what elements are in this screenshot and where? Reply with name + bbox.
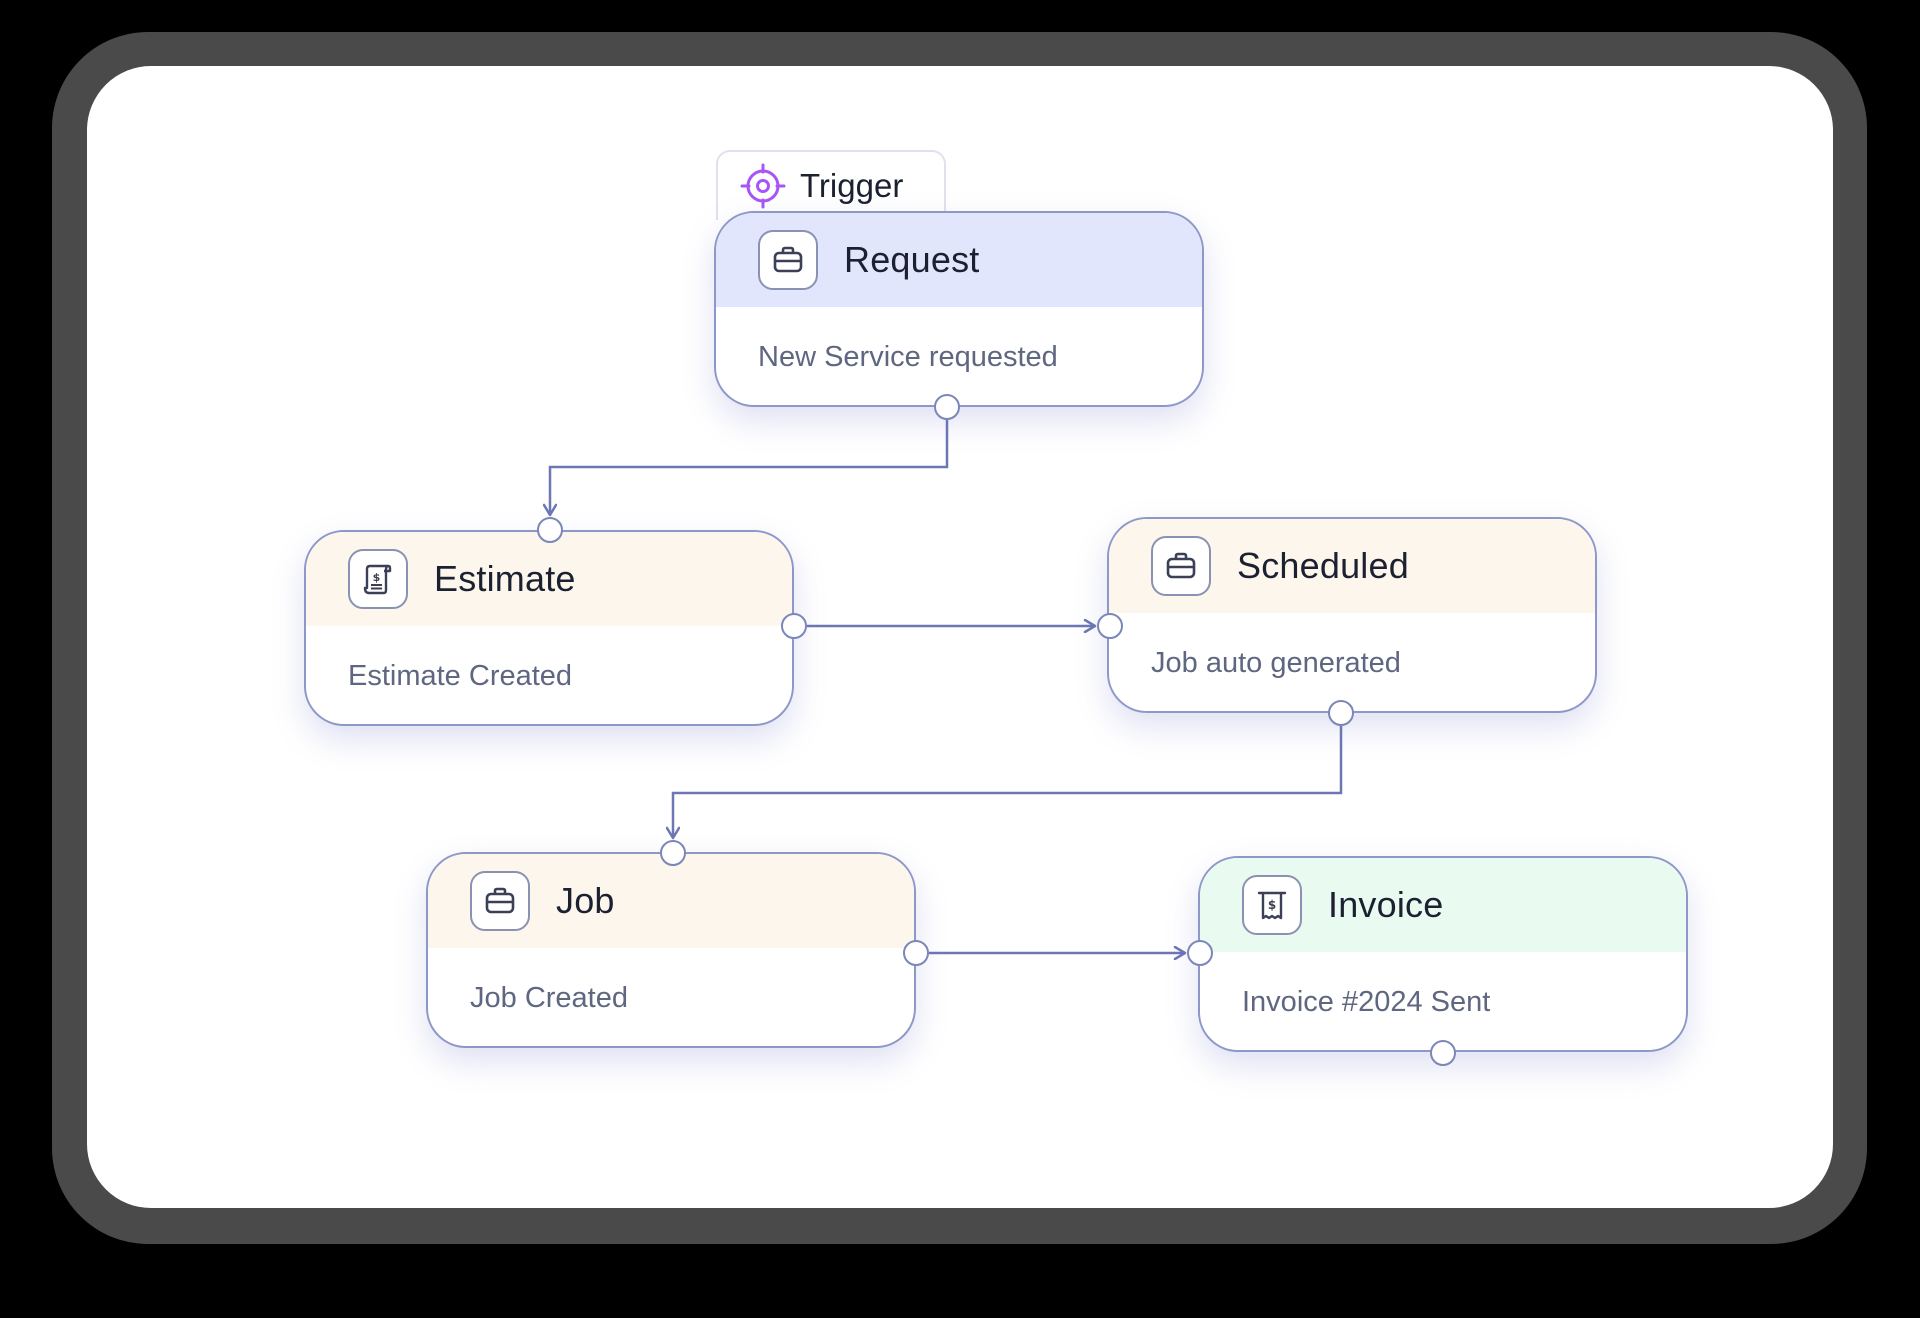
briefcase-icon	[758, 230, 818, 290]
node-title: Invoice	[1328, 884, 1444, 925]
handle-invoice-left[interactable]	[1187, 940, 1213, 966]
node-description: New Service requested	[758, 341, 1058, 373]
handle-estimate-right[interactable]	[781, 613, 807, 639]
invoice-dollar-icon: $	[1242, 875, 1302, 935]
handle-job-right[interactable]	[903, 940, 929, 966]
node-title: Estimate	[434, 558, 576, 599]
node-invoice[interactable]: $ Invoice Invoice #2024 Sent	[1198, 856, 1688, 1052]
handle-request-bottom[interactable]	[934, 394, 960, 420]
node-description: Job auto generated	[1151, 647, 1401, 679]
node-description: Invoice #2024 Sent	[1242, 986, 1491, 1018]
edge-scheduled-job[interactable]	[673, 715, 1343, 838]
workflow-canvas[interactable]: Trigger Request New Service requested $	[87, 66, 1833, 1208]
node-description: Job Created	[470, 982, 628, 1014]
node-header: Scheduled	[1109, 519, 1595, 613]
node-estimate[interactable]: $ Estimate Estimate Created	[304, 530, 794, 726]
handle-scheduled-left[interactable]	[1097, 613, 1123, 639]
node-header: $ Invoice	[1200, 858, 1686, 952]
handle-invoice-bottom[interactable]	[1430, 1040, 1456, 1066]
node-header: $ Estimate	[306, 532, 792, 626]
briefcase-icon	[470, 871, 530, 931]
briefcase-icon	[1151, 536, 1211, 596]
connectors-layer	[87, 413, 1343, 1208]
node-job[interactable]: Job Job Created	[426, 852, 916, 1048]
node-header: Job	[428, 854, 914, 948]
svg-text:$: $	[1268, 898, 1276, 912]
node-request[interactable]: Request New Service requested	[714, 211, 1204, 407]
trigger-label: Trigger	[800, 167, 904, 204]
svg-text:$: $	[373, 571, 381, 584]
node-description: Estimate Created	[348, 660, 573, 692]
node-title: Job	[556, 880, 615, 921]
node-title: Scheduled	[1237, 545, 1409, 586]
handle-job-top[interactable]	[660, 840, 686, 866]
node-title: Request	[844, 239, 980, 280]
trigger-tab[interactable]: Trigger	[716, 150, 946, 220]
crosshair-target-icon	[740, 163, 786, 209]
receipt-dollar-icon: $	[348, 549, 408, 609]
handle-estimate-top[interactable]	[537, 517, 563, 543]
node-header: Request	[716, 213, 1202, 307]
node-scheduled[interactable]: Scheduled Job auto generated	[1107, 517, 1597, 713]
handle-scheduled-bottom[interactable]	[1328, 700, 1354, 726]
edge-request-estimate[interactable]	[550, 413, 949, 515]
